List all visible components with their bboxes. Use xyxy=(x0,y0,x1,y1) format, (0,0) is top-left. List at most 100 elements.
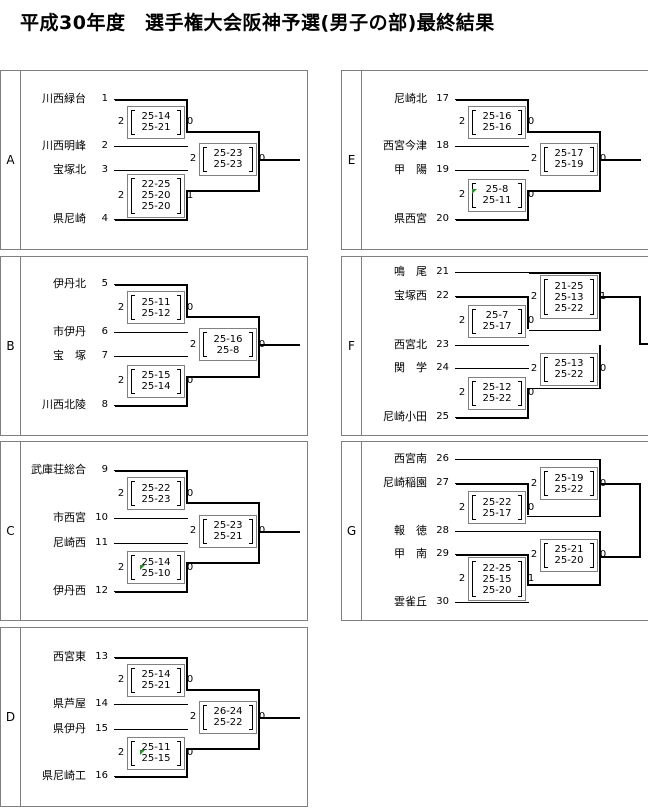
winner-line xyxy=(186,189,188,220)
sets-won-left: 2 xyxy=(189,711,197,722)
set-score: 25-13 xyxy=(554,291,584,303)
final-line xyxy=(639,343,648,346)
group-b: B xyxy=(0,256,308,436)
winner-line xyxy=(115,284,188,286)
final-line xyxy=(258,530,300,533)
winner-line xyxy=(186,502,260,504)
winner-line xyxy=(599,272,601,331)
set-score: 25-8 xyxy=(216,344,240,356)
team-name: 県尼崎工 xyxy=(42,769,86,782)
group-a: A xyxy=(0,70,308,250)
seed-number: 16 xyxy=(95,770,108,781)
sets-won-right: 0 xyxy=(527,387,535,398)
team-line xyxy=(114,356,188,357)
seed-number: 17 xyxy=(436,93,449,104)
bracket-right xyxy=(177,368,181,394)
sets-won-right: 0 xyxy=(599,153,607,164)
sets-won-right: 0 xyxy=(527,315,535,326)
set-score: 25-23 xyxy=(213,520,243,531)
team-line xyxy=(455,272,529,273)
team-name: 宝塚北 xyxy=(53,163,86,176)
sets-won-left: 2 xyxy=(117,375,125,386)
team-line xyxy=(114,729,188,730)
team-line xyxy=(529,459,601,460)
sets-won-right: 1 xyxy=(527,573,535,584)
set-score: 25-17 xyxy=(482,507,512,519)
set-score: 25-10 xyxy=(141,567,171,579)
bracket-right xyxy=(518,182,522,208)
team-line xyxy=(455,459,529,460)
group-g: G xyxy=(341,441,648,621)
sets-won-right: 0 xyxy=(527,501,535,513)
sets-won-right: 0 xyxy=(258,338,266,350)
bracket-left xyxy=(131,295,135,320)
sets-won-right: 0 xyxy=(186,561,194,573)
seed-number: 5 xyxy=(101,278,108,289)
bracket-left xyxy=(472,561,476,597)
group-e: E xyxy=(341,70,648,250)
bracket-right xyxy=(249,332,253,358)
bracket-left xyxy=(472,109,476,135)
bracket-left xyxy=(472,308,476,334)
set-score: 25-22 xyxy=(554,369,584,381)
winner-line xyxy=(115,776,188,778)
set-score: 25-16 xyxy=(482,111,512,122)
final-line xyxy=(599,483,641,485)
team-name: 県芦屋 xyxy=(53,697,86,710)
team-line xyxy=(455,345,529,346)
team-name: 尼崎北 xyxy=(394,92,427,105)
set-score: 25-20 xyxy=(141,190,171,201)
sets-won-right: 0 xyxy=(186,747,194,758)
set-score: 25-15 xyxy=(482,573,512,585)
winner-line xyxy=(258,688,260,750)
winner-line xyxy=(186,316,260,318)
team-line xyxy=(455,368,529,369)
bracket-right xyxy=(177,295,181,320)
bracket-left xyxy=(131,555,135,580)
bracket-left xyxy=(544,471,548,496)
set-score: 25-14 xyxy=(141,111,171,122)
winner-line xyxy=(456,554,529,556)
seed-number: 24 xyxy=(436,362,449,373)
set-score: 25-20 xyxy=(482,584,512,596)
set-score: 22-25 xyxy=(141,179,171,190)
winner-line xyxy=(186,99,188,131)
bracket-left xyxy=(472,182,476,208)
bracket-left xyxy=(131,740,135,766)
team-name: 西宮南 xyxy=(394,452,427,465)
set-score: 25-11 xyxy=(141,296,171,308)
winner-line xyxy=(186,284,188,316)
sets-won-left: 2 xyxy=(530,291,538,303)
bracket-right xyxy=(249,704,253,730)
seed-number: 1 xyxy=(101,93,108,104)
team-name: 川西北陵 xyxy=(42,398,86,411)
winner-line xyxy=(258,316,260,378)
set-score: 25-11 xyxy=(482,195,512,206)
winner-line xyxy=(186,688,260,691)
bracket-left xyxy=(131,481,135,506)
set-score: 25-8 xyxy=(485,184,509,195)
seed-number: 18 xyxy=(436,140,449,151)
set-score: 25-14 xyxy=(141,556,171,568)
set-score: 25-7 xyxy=(485,310,509,321)
sets-won-left: 2 xyxy=(117,487,125,499)
team-line xyxy=(114,146,188,147)
sets-won-right: 0 xyxy=(186,375,194,386)
bracket-right xyxy=(518,380,522,406)
set-score: 25-22 xyxy=(482,496,512,508)
seed-number: 6 xyxy=(101,326,108,337)
